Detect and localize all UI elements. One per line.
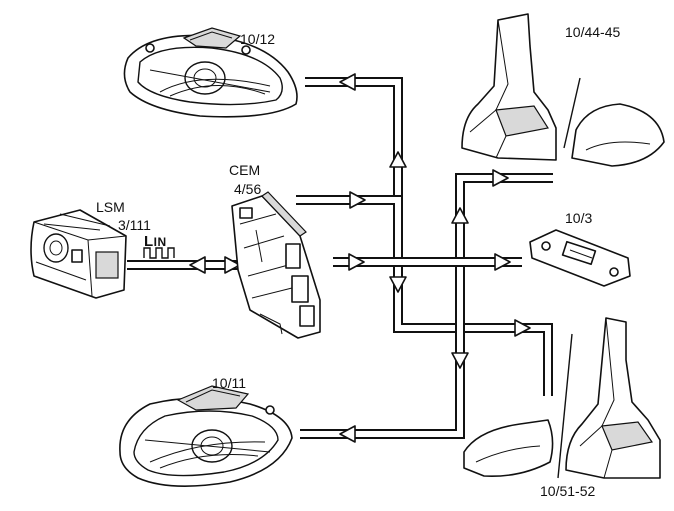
label-lsm-name: LSM <box>96 199 125 215</box>
label-cem-name: CEM <box>229 162 261 178</box>
label-headlamp-right: 10/12 <box>240 31 276 47</box>
label-plate-lamp: 10/3 <box>565 210 593 226</box>
lin-signal-icon <box>143 247 175 259</box>
rear-lamp-right <box>461 13 665 167</box>
arrow-heads <box>189 73 531 443</box>
label-lsm-code: 3/111 <box>118 217 151 233</box>
headlamp-left <box>119 385 293 487</box>
label-lin-bus: LIN <box>144 233 167 250</box>
lsm-module <box>30 209 127 299</box>
lin-rest-letters: IN <box>153 235 167 249</box>
label-rear-lamp-left: 10/51-52 <box>540 483 596 499</box>
label-headlamp-left: 10/11 <box>212 375 246 391</box>
cem-module <box>231 191 321 339</box>
headlamp-right <box>123 27 298 118</box>
label-rear-lamp-right: 10/44-45 <box>565 24 621 40</box>
rear-lamp-left <box>463 317 661 479</box>
lin-first-letter: L <box>144 233 154 250</box>
plate-lamp <box>529 229 631 287</box>
label-cem-code: 4/56 <box>234 181 262 197</box>
